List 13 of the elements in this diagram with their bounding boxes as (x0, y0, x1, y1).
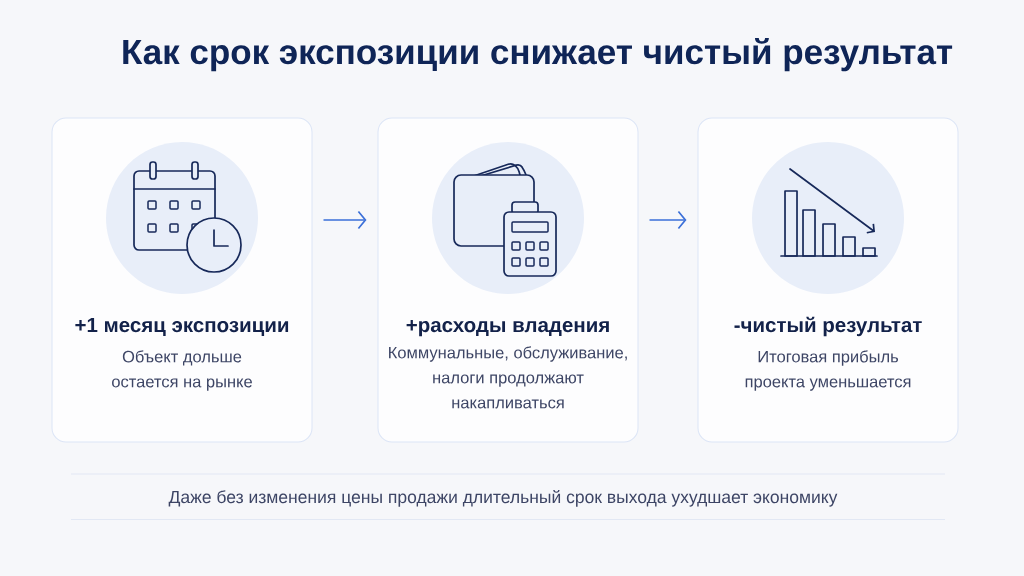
card (51, 117, 313, 443)
card (697, 117, 959, 443)
card-heading: -чистый результат (734, 316, 922, 337)
card-heading: +расходы владения (406, 320, 609, 337)
card-text: Коммунальные, обслуживание, налоги продолжают накапливаться (389, 346, 627, 409)
caption: Даже без изменения цены продажи длительный срок выхода ухудшает экономику (168, 490, 838, 507)
card-heading: +1 месяц экспозиции (75, 317, 289, 337)
arrow (322, 210, 367, 230)
arrow (648, 210, 687, 230)
card-text: Итоговая прибыль проекта уменьшается (745, 350, 911, 391)
card-text: Объект дольше остается на рынке (112, 350, 252, 391)
card (377, 117, 639, 443)
title: Как срок экспозиции снижает чистый результат (123, 37, 953, 72)
